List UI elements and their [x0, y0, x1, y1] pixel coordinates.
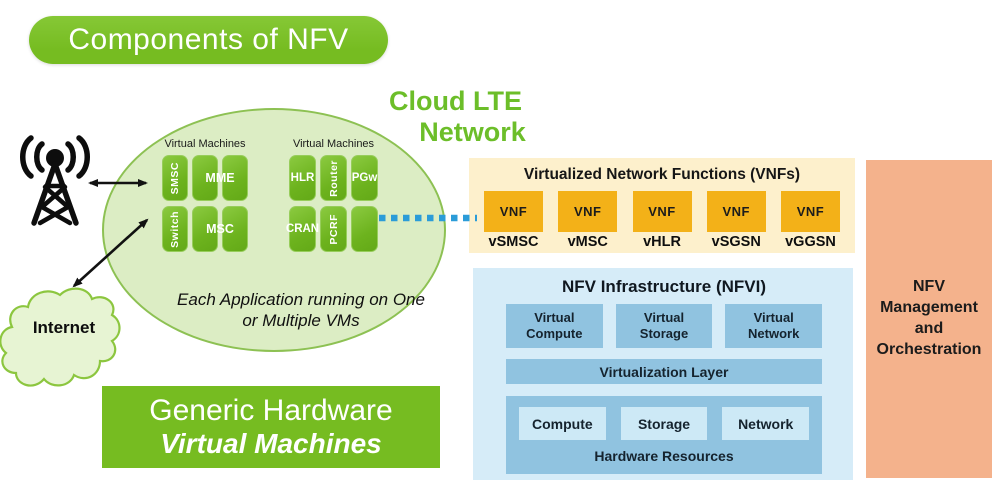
- vm-box-hlr: HLR: [289, 155, 316, 201]
- vnf-name: vMSC: [567, 234, 608, 250]
- vm-box-router-label: Router: [327, 159, 340, 197]
- network-box: Network: [722, 407, 810, 440]
- vnf-name: vSGSN: [711, 234, 761, 250]
- vnf-panel: Virtualized Network Functions (VNFs) VNF…: [469, 158, 855, 253]
- vm-group-left-label: Virtual Machines: [164, 138, 246, 150]
- cloud-lte-line1: Cloud LTE: [389, 86, 522, 116]
- vm-row: HLR Router PGw: [289, 155, 378, 201]
- vm-box-pgw: PGw: [351, 155, 378, 201]
- vnf-item-vggsn: VNF vGGSN: [781, 191, 840, 250]
- vm-row: CRAN PCRF: [286, 206, 378, 252]
- vm-box-switch: Switch: [162, 206, 188, 252]
- vnf-box: VNF: [484, 191, 543, 232]
- virtual-storage-label: Virtual Storage: [639, 309, 689, 341]
- vm-group-right: Virtual Machines HLR Router PGw CRAN PCR…: [286, 138, 378, 252]
- virtual-network-label: Virtual Network: [748, 309, 800, 341]
- vnf-box: VNF: [781, 191, 840, 232]
- vm-box-smsc-label: SMSC: [169, 161, 181, 195]
- compute-box: Compute: [519, 407, 606, 440]
- nfvi-panel: NFV Infrastructure (NFVI) Virtual Comput…: [473, 268, 853, 480]
- vm-group-right-label: Virtual Machines: [292, 138, 375, 150]
- generic-hardware-box: Generic Hardware Virtual Machines: [102, 386, 440, 468]
- vm-row: SMSC MME: [162, 155, 248, 201]
- mano-line: and: [914, 320, 944, 337]
- vm-box-router: Router: [320, 155, 347, 201]
- vm-box: [222, 206, 248, 252]
- vnf-item-vmsc: VNF vMSC: [558, 191, 618, 250]
- nfvi-virtual-row: Virtual Compute Virtual Storage Virtual …: [506, 304, 823, 348]
- ellipse-caption-line1: Each Application running on One: [177, 290, 425, 309]
- virtual-network-box: Virtual Network: [725, 304, 823, 348]
- cloud-lte-network-heading: Cloud LTE Network: [358, 86, 553, 148]
- virtual-compute-box: Virtual Compute: [506, 304, 603, 348]
- vnf-name: vGGSN: [785, 234, 836, 250]
- vnf-panel-title: Virtualized Network Functions (VNFs): [523, 166, 801, 183]
- nfvi-panel-title: NFV Infrastructure (NFVI): [561, 277, 767, 296]
- hardware-resources-box: Compute Storage Network Hardware Resourc…: [506, 396, 822, 474]
- vm-box-mme-label: MME: [205, 171, 235, 185]
- vm-row: Switch MSC: [162, 206, 248, 252]
- vnf-item-vsmsc: VNF vSMSC: [484, 191, 543, 250]
- vnf-item-vhlr: VNF vHLR: [632, 191, 692, 250]
- hardware-row: Compute Storage Network: [519, 407, 810, 440]
- vnf-box: VNF: [558, 191, 618, 232]
- page-title-text: Components of NFV: [68, 23, 349, 56]
- vm-box: [192, 155, 218, 201]
- vnf-box: VNF: [706, 191, 766, 232]
- mano-line: NFV: [913, 278, 945, 296]
- virtual-storage-box: Virtual Storage: [615, 304, 713, 348]
- ellipse-caption: Each Application running on One or Multi…: [148, 290, 454, 331]
- mano-line: Orchestration: [876, 340, 982, 358]
- vnf-name: vSMSC: [488, 234, 539, 250]
- page-title: Components of NFV: [29, 16, 388, 64]
- vnf-item-vsgsn: VNF vSGSN: [706, 191, 766, 250]
- ellipse-caption-line2: or Multiple VMs: [242, 310, 360, 330]
- virtualization-layer-bar: Virtualization Layer: [506, 359, 822, 384]
- mano-line: Management: [880, 299, 978, 317]
- vm-box-smsc: SMSC: [162, 155, 188, 201]
- virtual-compute-label: Virtual Compute: [526, 309, 583, 341]
- internet-label: Internet: [32, 318, 96, 337]
- vm-box-pcrf-label: PCRF: [327, 213, 340, 245]
- vm-box: [192, 206, 218, 252]
- vm-box-switch-label: Switch: [169, 210, 181, 248]
- vm-box-empty: [351, 206, 378, 252]
- cloud-lte-line2: Network: [419, 116, 526, 147]
- storage-box: Storage: [620, 407, 708, 440]
- vnf-row: VNF vSMSC VNF vMSC VNF vHLR VNF vSGSN VN…: [469, 184, 855, 250]
- vm-box-msc-label: MSC: [206, 222, 234, 236]
- cell-tower-icon: [20, 135, 90, 226]
- vm-box-pcrf: PCRF: [320, 206, 347, 252]
- vm-box: [222, 155, 248, 201]
- vm-box-cran: CRAN: [286, 206, 319, 252]
- mano-panel: NFV Management and Orchestration: [866, 160, 992, 478]
- vnf-box: VNF: [632, 191, 692, 232]
- vnf-name: vHLR: [643, 234, 681, 250]
- cloud-lte-ellipse: [102, 108, 446, 352]
- generic-hardware-line2: Virtual Machines: [160, 428, 382, 460]
- vm-group-left: Virtual Machines SMSC MME Switch MSC: [162, 138, 248, 252]
- hardware-resources-label: Hardware Resources: [594, 448, 734, 464]
- generic-hardware-line1: Generic Hardware: [149, 393, 393, 427]
